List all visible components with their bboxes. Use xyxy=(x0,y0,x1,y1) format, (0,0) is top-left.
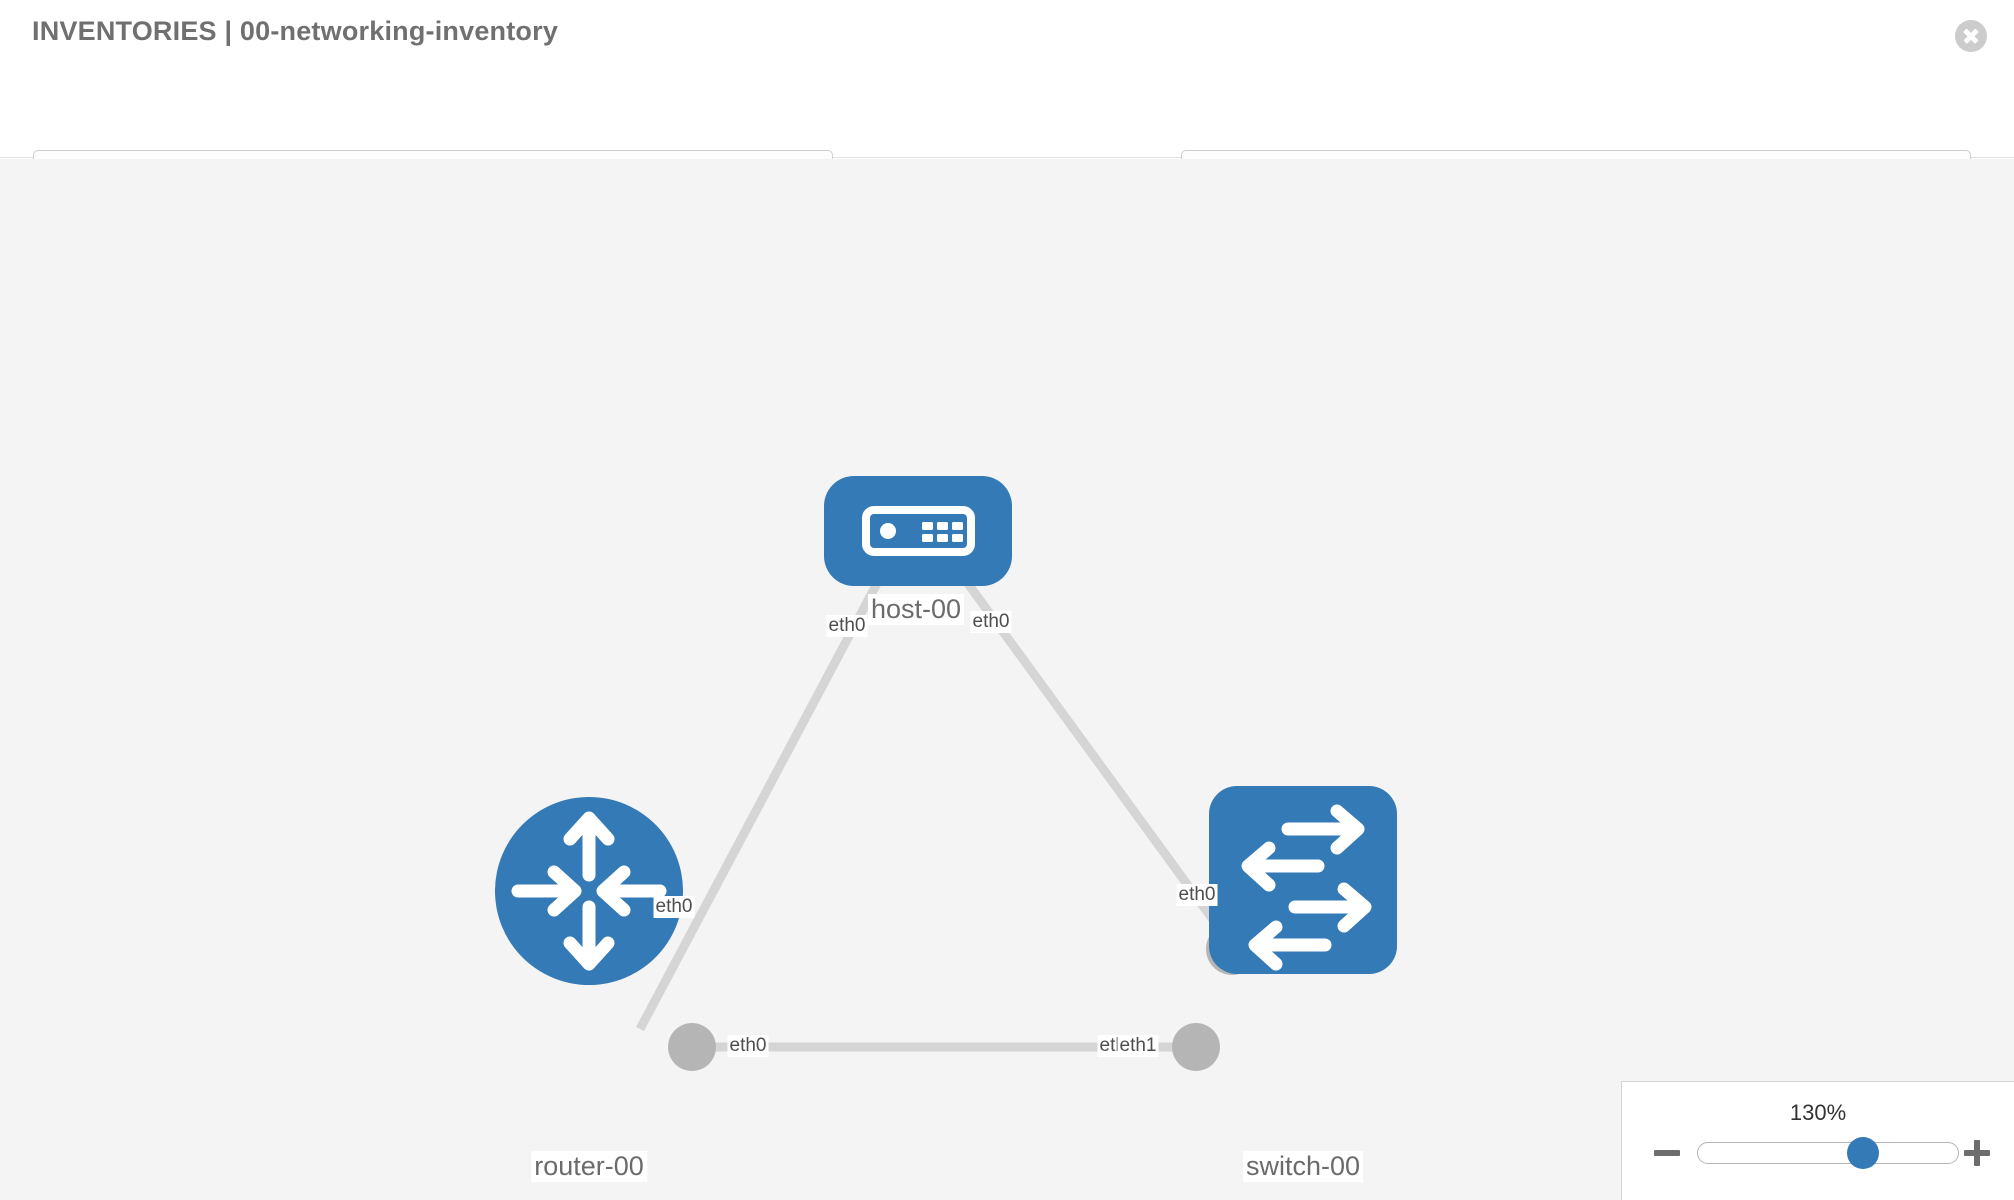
interface-label: eth0 xyxy=(1176,884,1218,906)
interface-label: eth0 xyxy=(653,896,695,918)
zoom-slider[interactable] xyxy=(1697,1137,1959,1169)
zoom-in-button[interactable] xyxy=(1962,1138,1992,1168)
page-header: INVENTORIES | 00-networking-inventory xyxy=(0,0,2014,68)
zoom-control-panel: 130% xyxy=(1621,1081,2014,1200)
zoom-level-value: 130% xyxy=(1789,1100,1847,1125)
zoom-out-button[interactable] xyxy=(1652,1138,1682,1168)
interface-label: eth0 xyxy=(970,611,1012,633)
node-label-router-00: router-00 xyxy=(531,1151,647,1182)
node-label-switch-00: switch-00 xyxy=(1242,1151,1364,1182)
endpoint-switch-left xyxy=(1172,1023,1220,1071)
topology-canvas[interactable]: host-00 router-00 switch-00 eth0 eth0 et… xyxy=(0,159,2014,1200)
close-icon[interactable] xyxy=(1955,20,1987,52)
node-label-host-00: host-00 xyxy=(867,594,965,625)
endpoint-router-right xyxy=(668,1023,716,1071)
node-switch-00 xyxy=(1209,786,1397,974)
interface-label: eth0 xyxy=(727,1035,769,1057)
link-router-host xyxy=(636,556,894,1032)
topology-links xyxy=(636,556,1242,1052)
topology-graph xyxy=(495,476,1397,1071)
node-host-00 xyxy=(824,476,1012,586)
toolbar: ACTIONS SEARCH xyxy=(0,68,2014,202)
interface-label: eth0 xyxy=(826,615,868,637)
interface-label: eth1 xyxy=(1117,1035,1159,1057)
zoom-slider-thumb[interactable] xyxy=(1847,1137,1880,1169)
node-router-00 xyxy=(495,797,683,985)
page-title: INVENTORIES | 00-networking-inventory xyxy=(32,16,559,46)
